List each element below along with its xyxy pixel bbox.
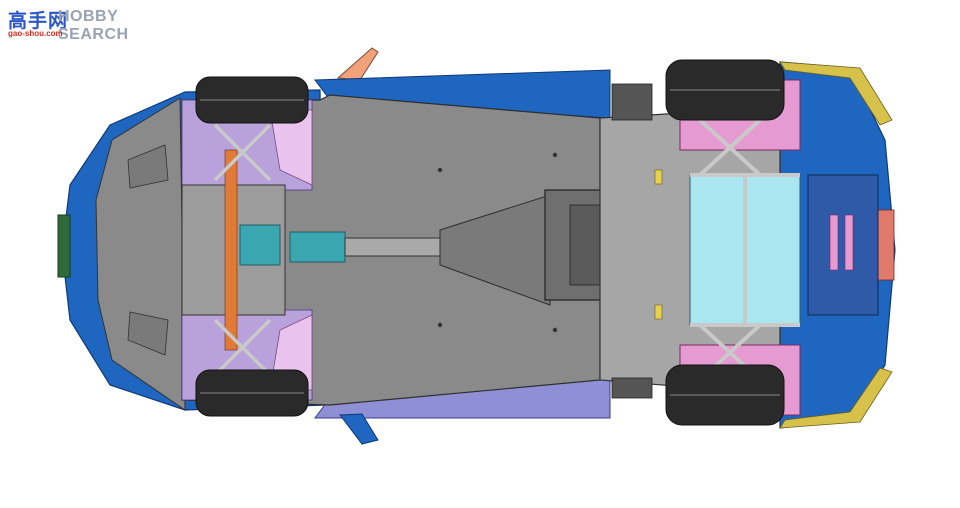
- watermark-url-text: gao-shou.com: [8, 29, 63, 38]
- front-license-plate: [57, 214, 71, 278]
- yellow-tab-bottom: [654, 304, 663, 320]
- floor-bolts: [437, 152, 558, 333]
- rear-flap-top: [336, 47, 379, 81]
- front-diff-teal: [239, 224, 281, 266]
- rear-body-yellow-strip-top: [779, 61, 893, 126]
- watermark-en-text: HOBBY SEARCH: [58, 8, 129, 43]
- rear-diffuser-center: [807, 174, 879, 316]
- front-vent-left-top: [127, 144, 169, 189]
- center-tunnel-plate: [439, 194, 551, 306]
- rear-vent-grille-top: [611, 83, 653, 121]
- front-axle-bar: [224, 149, 238, 351]
- driveshaft-tube: [344, 237, 441, 257]
- yellow-tab-top: [654, 169, 663, 185]
- rear-exhaust-slot-1: [829, 214, 839, 271]
- tyre-front-top: [195, 76, 309, 124]
- tyre-front-bottom: [195, 369, 309, 417]
- rear-diffuser-orange: [877, 209, 895, 281]
- site-watermark-logo: 高手网 HOBBY SEARCH gao-shou.com: [8, 4, 178, 43]
- tyre-rear-bottom: [665, 364, 785, 426]
- front-vent-left-bottom: [127, 311, 169, 356]
- watermark-cn-text: 高手网: [8, 10, 69, 32]
- rear-exhaust-slot-2: [844, 214, 854, 271]
- side-skirt-bottom-blue: [339, 413, 379, 445]
- rear-vent-grille-bottom: [611, 377, 653, 399]
- front-suspension-arms: [213, 123, 272, 377]
- rear-body-yellow-strip-bottom: [779, 367, 893, 429]
- tyre-rear-top: [665, 59, 785, 121]
- driveshaft-teal: [289, 231, 346, 263]
- rear-frame-tubes: [690, 118, 800, 382]
